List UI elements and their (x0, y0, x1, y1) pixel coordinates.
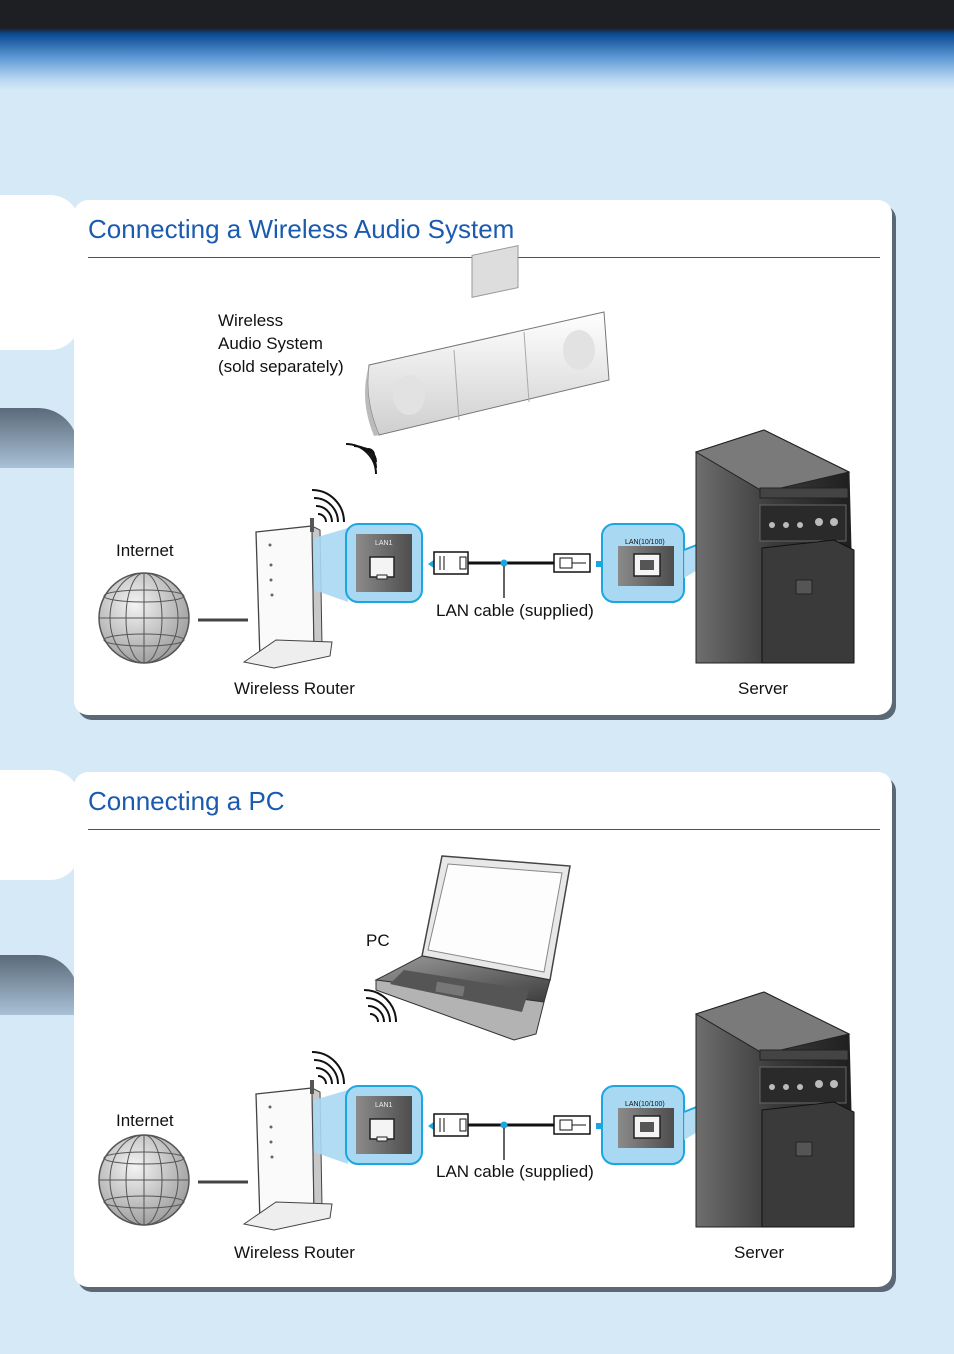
pc-panel: Connecting a PC (74, 772, 892, 1287)
router-port-label: LAN1 (375, 540, 393, 547)
lan-port-icon (601, 523, 685, 603)
router-label: Wireless Router (234, 1243, 355, 1262)
server-tower-icon (694, 429, 855, 664)
internet-label: Internet (116, 1111, 174, 1130)
lan-port-icon (601, 1085, 685, 1165)
internet-label: Internet (116, 541, 174, 560)
rj45-plug-icon (553, 553, 591, 573)
server-label: Server (738, 679, 789, 698)
router-label: Wireless Router (234, 679, 355, 698)
wifi-signal-icon (363, 989, 397, 1023)
side-tab (0, 195, 80, 350)
pc-diagram (98, 855, 855, 1231)
device-label-line: Wireless (218, 311, 284, 330)
device-label-line: (sold separately) (218, 357, 344, 376)
rj45-plug-icon (433, 551, 469, 575)
section-title: Connecting a PC (88, 786, 285, 816)
server-tower-icon (694, 991, 855, 1228)
rj45-plug-icon (553, 1115, 591, 1135)
wireless-audio-diagram (98, 245, 855, 669)
device-label-line: Audio System (218, 334, 323, 353)
router-port-label: LAN1 (375, 1102, 393, 1109)
wireless-audio-panel: Connecting a Wireless Audio System (74, 200, 892, 715)
rj45-plug-icon (433, 1113, 469, 1137)
cable-label: LAN cable (supplied) (436, 601, 594, 620)
side-tab-shadow (0, 408, 78, 468)
title-divider (88, 829, 880, 830)
server-port-label: LAN(10/100) (625, 539, 665, 546)
device-label-line: PC (366, 931, 390, 950)
laptop-icon (374, 855, 571, 1041)
side-tab (0, 770, 80, 880)
wifi-signal-icon (311, 489, 345, 523)
section-title: Connecting a Wireless Audio System (88, 214, 515, 244)
wifi-signal-icon (345, 443, 377, 475)
globe-icon (98, 1134, 190, 1226)
header-bar (0, 0, 954, 90)
server-port-label: LAN(10/100) (625, 1101, 665, 1108)
server-label: Server (734, 1243, 785, 1262)
wifi-signal-icon (311, 1051, 345, 1085)
lan-port-icon (345, 523, 423, 603)
wireless-speaker-icon (365, 245, 610, 436)
lan-port-icon (345, 1085, 423, 1165)
side-tab-shadow (0, 955, 78, 1015)
globe-icon (98, 572, 190, 664)
cable-label: LAN cable (supplied) (436, 1162, 594, 1181)
